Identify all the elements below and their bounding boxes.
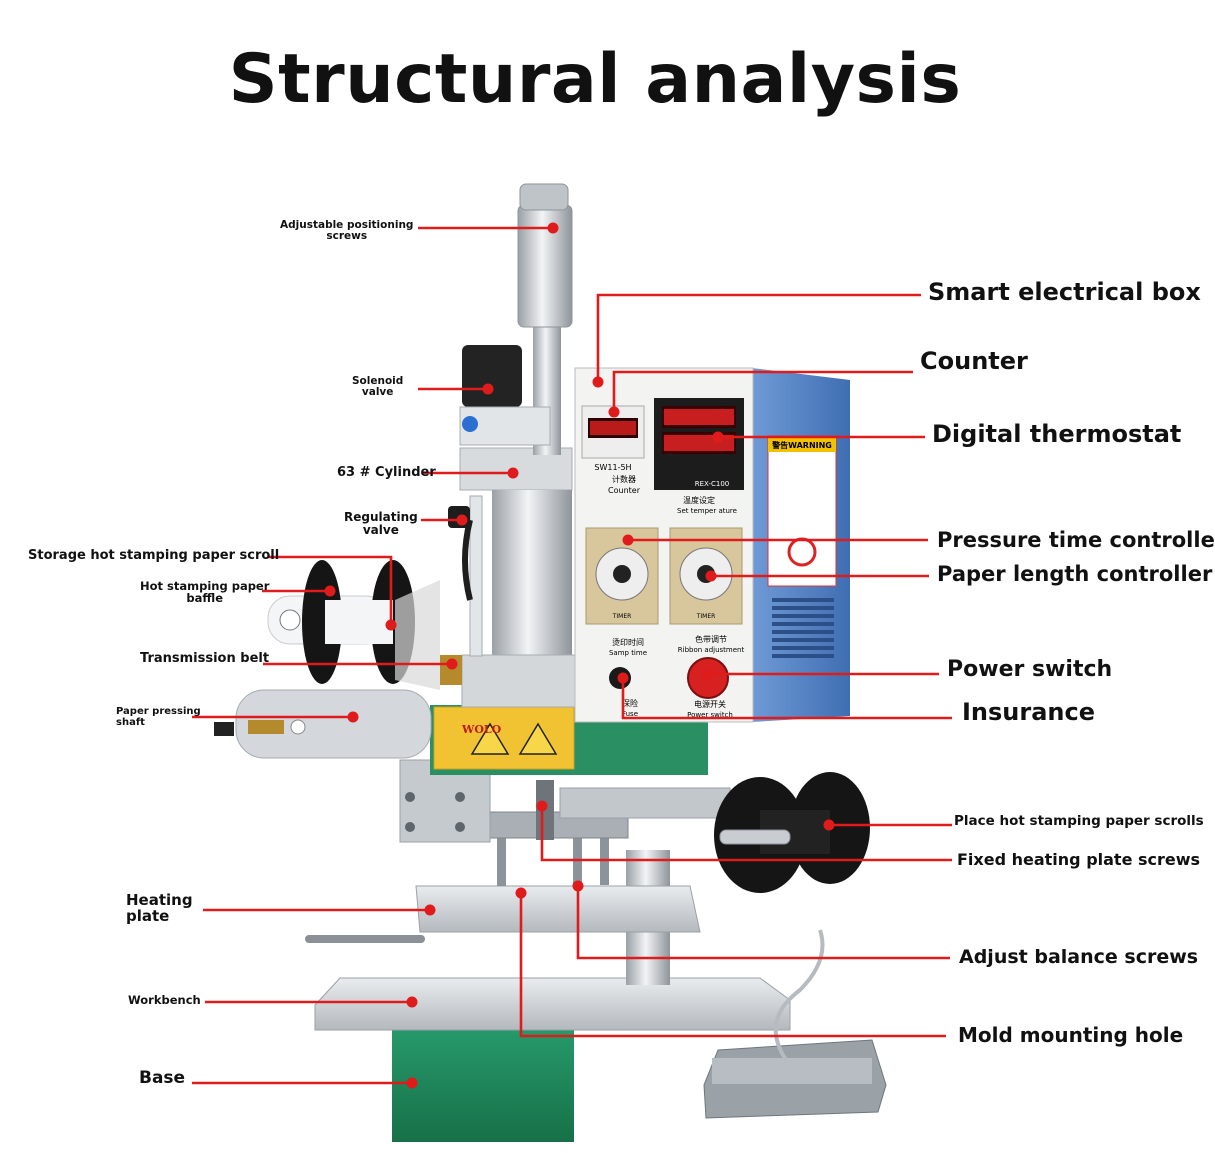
storage-scroll-baffle bbox=[395, 580, 440, 690]
svg-text:电源开关: 电源开关 bbox=[694, 699, 726, 709]
cylinder-body bbox=[492, 490, 572, 660]
svg-text:Fuse: Fuse bbox=[622, 710, 638, 718]
leader-dots bbox=[324, 222, 835, 1089]
svg-text:Counter: Counter bbox=[608, 486, 641, 495]
heating-plate-shape bbox=[415, 885, 701, 933]
label-mold-mounting-hole: Mold mounting hole bbox=[958, 1023, 1184, 1047]
label-cylinder: 63 # Cylinder bbox=[337, 465, 436, 480]
svg-text:保险: 保险 bbox=[622, 698, 638, 708]
label-counter: Counter bbox=[920, 347, 1028, 375]
label-digital-thermostat: Digital thermostat bbox=[932, 420, 1182, 448]
heating-plate-rod bbox=[305, 935, 425, 943]
box-vents bbox=[772, 598, 834, 658]
label-power-switch: Power switch bbox=[947, 657, 1113, 682]
place-scroll-shaft bbox=[719, 829, 791, 845]
svg-text:WOLO: WOLO bbox=[461, 723, 502, 736]
air-hose bbox=[462, 519, 473, 601]
base-block bbox=[392, 1030, 574, 1142]
leader-lines bbox=[192, 226, 952, 1085]
svg-text:计数器: 计数器 bbox=[612, 474, 636, 484]
warning-plate bbox=[433, 706, 575, 770]
balance-screw-1 bbox=[497, 830, 506, 886]
workbench-plate bbox=[314, 977, 791, 1031]
svg-text:温度设定: 温度设定 bbox=[683, 495, 715, 505]
cylinder-bottom bbox=[461, 654, 581, 708]
label-pressure-time-controller: Pressure time controller bbox=[937, 528, 1215, 552]
label-paper-length-controller: Paper length controller bbox=[937, 562, 1213, 586]
page-title: Structural analysis bbox=[228, 40, 962, 119]
label-insurance: Insurance bbox=[962, 698, 1096, 726]
label-place-scrolls: Place hot stamping paper scrolls bbox=[954, 813, 1204, 829]
svg-text:Ribbon adjustment: Ribbon adjustment bbox=[678, 646, 745, 654]
label-workbench: Workbench bbox=[128, 993, 201, 1007]
pressing-shaft-end bbox=[214, 722, 234, 736]
svg-text:Samp time: Samp time bbox=[609, 649, 647, 657]
label-adjust-balance-screws: Adjust balance screws bbox=[959, 946, 1199, 968]
positioning-screw bbox=[517, 204, 573, 328]
svg-text:REX-C100: REX-C100 bbox=[695, 480, 730, 488]
label-transmission-belt: Transmission belt bbox=[140, 651, 270, 666]
right-arm bbox=[559, 787, 731, 819]
pressing-shaft-bar bbox=[235, 689, 432, 759]
solenoid-body bbox=[462, 345, 522, 407]
svg-text:Set temper ature: Set temper ature bbox=[677, 507, 737, 515]
svg-text:Power switch: Power switch bbox=[687, 711, 733, 719]
pedal-cable bbox=[773, 929, 825, 1062]
label-smart-electrical-box: Smart electrical box bbox=[928, 278, 1201, 306]
foot-pedal-tread bbox=[712, 1058, 872, 1084]
label-fixed-heating-plate-screws: Fixed heating plate screws bbox=[957, 850, 1201, 869]
svg-text:警告WARNING: 警告WARNING bbox=[771, 440, 832, 450]
svg-text:色带调节: 色带调节 bbox=[695, 634, 727, 644]
label-base: Base bbox=[139, 1068, 186, 1088]
svg-text:SW11-5H: SW11-5H bbox=[594, 463, 631, 472]
pressing-shaft-knob bbox=[248, 720, 284, 734]
tie-rod bbox=[469, 495, 483, 657]
svg-text:TIMER: TIMER bbox=[612, 613, 632, 620]
label-storage-scroll: Storage hot stamping paper scroll bbox=[28, 548, 280, 563]
svg-text:TIMER: TIMER bbox=[696, 613, 716, 620]
svg-text:烫印时间: 烫印时间 bbox=[612, 637, 644, 647]
warning-sticker bbox=[767, 435, 837, 587]
positioning-knob bbox=[519, 183, 569, 211]
